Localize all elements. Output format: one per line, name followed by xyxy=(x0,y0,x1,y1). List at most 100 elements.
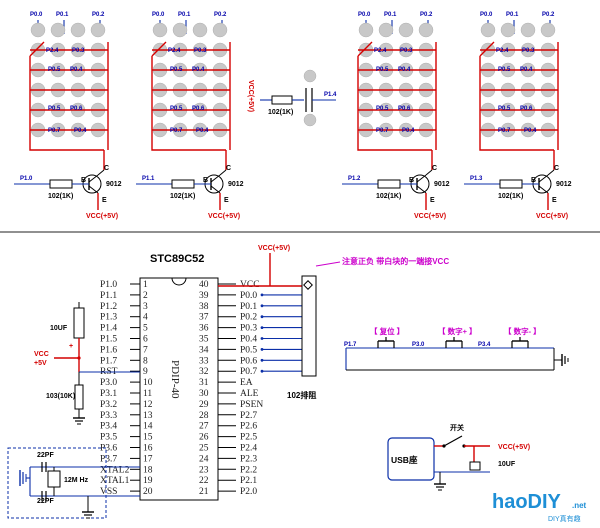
transistor-part-label: 9012 xyxy=(106,181,122,188)
transistor-c-label: C xyxy=(554,165,559,172)
single-led-top xyxy=(303,69,317,83)
crystal-body xyxy=(47,470,61,488)
transistor-part-label: 9012 xyxy=(434,181,450,188)
matrix-inner-label: P2.4 xyxy=(168,48,181,54)
mcu-pin-num-right: 30 xyxy=(199,389,209,399)
resistor-pack: VCC(+5V) 102排阻 注意正负 带白块的一端接VCC xyxy=(218,245,449,400)
mcu-pin-num-left: 18 xyxy=(143,465,153,475)
transistor-b-label: B xyxy=(531,177,536,184)
matrix-port-label: P0.0 xyxy=(152,12,165,18)
mcu-pin-right: EA xyxy=(240,378,253,388)
transistor-part-label: 9012 xyxy=(556,181,572,188)
mcu-pin-num-right: 40 xyxy=(199,280,209,290)
rpack-white-mark xyxy=(303,280,313,290)
matrix-port-label: P0.1 xyxy=(178,12,191,18)
mcu-pin-num-left: 20 xyxy=(143,487,153,497)
matrix-inner-label: P0.4 xyxy=(398,67,411,73)
mcu-pin-num-right: 27 xyxy=(199,422,209,432)
matrix-led xyxy=(192,22,208,38)
power-cap-label: 10UF xyxy=(498,461,516,468)
single-led-bottom xyxy=(303,113,317,127)
mcu-pin-left: P3.3 xyxy=(100,411,117,421)
matrix-inner-label: P0.5 xyxy=(376,106,389,112)
mcu-pin-right: P2.2 xyxy=(240,465,257,475)
driver-port-label: P1.1 xyxy=(142,176,155,182)
power-vcc-label: VCC(+5V) xyxy=(498,444,530,451)
base-resistor-label: 102(1K) xyxy=(170,193,195,200)
matrix-inner-label: P0.4 xyxy=(402,128,415,134)
driver-port-label: P1.3 xyxy=(470,176,483,182)
matrix-inner-label: P2.4 xyxy=(46,48,59,54)
mcu-pin-right: P2.0 xyxy=(240,487,257,497)
mcu-pin-left: P1.6 xyxy=(100,345,117,355)
matrix-inner-label: P0.6 xyxy=(520,106,533,112)
crystal-cap2-label: 22PF xyxy=(37,498,54,505)
mcu-pin-left: P3.0 xyxy=(100,378,117,388)
mcu-pin-right: PSEN xyxy=(240,400,263,410)
matrix-inner-label: P2.4 xyxy=(496,48,509,54)
mcu-pin-left: P1.0 xyxy=(100,280,117,290)
base-resistor xyxy=(377,179,401,189)
mcu-pin-num-left: 13 xyxy=(143,411,153,421)
single-led-resistor-label: 102(1K) xyxy=(268,109,293,116)
matrix-inner-label: P0.3 xyxy=(72,48,85,54)
mcu-pin-num-left: 1 xyxy=(143,280,148,290)
matrix-port-label: P0.2 xyxy=(420,12,433,18)
driver-vcc-label: VCC(+5V) xyxy=(536,213,568,220)
mcu-pin-right: P2.6 xyxy=(240,422,257,432)
mcu-pin-num-right: 34 xyxy=(199,345,209,355)
reset-vcc-5v-label: +5V xyxy=(34,360,47,367)
mcu-pin-num-right: 32 xyxy=(199,367,209,377)
mcu-notch xyxy=(171,277,187,286)
matrix-port-label: P0.2 xyxy=(542,12,555,18)
matrix-led xyxy=(358,22,374,38)
matrix-port-label: P0.0 xyxy=(480,12,493,18)
driver-vcc-label: VCC(+5V) xyxy=(414,213,446,220)
mcu-pin-num-right: 21 xyxy=(199,487,209,497)
matrix-inner-label: P2.4 xyxy=(374,48,387,54)
reset-capacitor xyxy=(73,307,85,339)
mcu-pin-num-left: 12 xyxy=(143,400,153,410)
mcu-pin-left: XTAL1 xyxy=(100,476,130,486)
mcu-pin-left: P3.2 xyxy=(100,400,117,410)
mcu-pin-num-right: 37 xyxy=(199,313,209,323)
button-name-label: 【 数字+ 】 xyxy=(438,326,477,336)
mcu-pin-num-right: 29 xyxy=(199,400,209,410)
transistor-c-label: C xyxy=(226,165,231,172)
mcu-body xyxy=(139,277,219,501)
matrix-inner-label: P0.5 xyxy=(170,67,183,73)
button-name-label: 【 数字- 】 xyxy=(504,326,541,336)
crystal-circuit: 22PF 22PF 12M Hz xyxy=(7,447,140,519)
buttons-group: 【 复位 】P1.7【 数字+ 】P3.0【 数字- 】P3.4 xyxy=(344,326,569,371)
mcu-pin-num-left: 9 xyxy=(143,367,148,377)
mcu-pin-num-left: 15 xyxy=(143,433,153,443)
reset-cap-plus: + xyxy=(69,343,73,350)
crystal-freq-label: 12M Hz xyxy=(64,477,89,484)
mcu-pin-left: P3.4 xyxy=(100,422,117,432)
mcu-pin-left: XTAL2 xyxy=(100,465,130,475)
base-resistor-label: 102(1K) xyxy=(376,193,401,200)
matrix-port-label: P0.1 xyxy=(56,12,69,18)
mcu-pin-num-left: 5 xyxy=(143,324,148,334)
base-resistor-label: 102(1K) xyxy=(48,193,73,200)
mcu-pin-left: P3.1 xyxy=(100,389,117,399)
mcu-pin-left: P1.1 xyxy=(100,291,117,301)
mcu-pin-num-right: 35 xyxy=(199,335,209,345)
matrix-led xyxy=(398,22,414,38)
mcu-pin-num-right: 28 xyxy=(199,411,209,421)
single-led-port-label: P1.4 xyxy=(324,92,337,98)
matrix-led xyxy=(152,22,168,38)
matrix-inner-label: P0.6 xyxy=(398,106,411,112)
mcu-pin-right: ALE xyxy=(240,389,259,399)
mcu-pin-right: P0.4 xyxy=(240,335,257,345)
rpack-label: 102排阻 xyxy=(287,390,316,400)
crystal-cap1-label: 22PF xyxy=(37,452,54,459)
usb-socket xyxy=(387,437,435,481)
rpack-note: 注意正负 带白块的一端接VCC xyxy=(342,256,449,266)
matrix-led xyxy=(500,22,516,38)
